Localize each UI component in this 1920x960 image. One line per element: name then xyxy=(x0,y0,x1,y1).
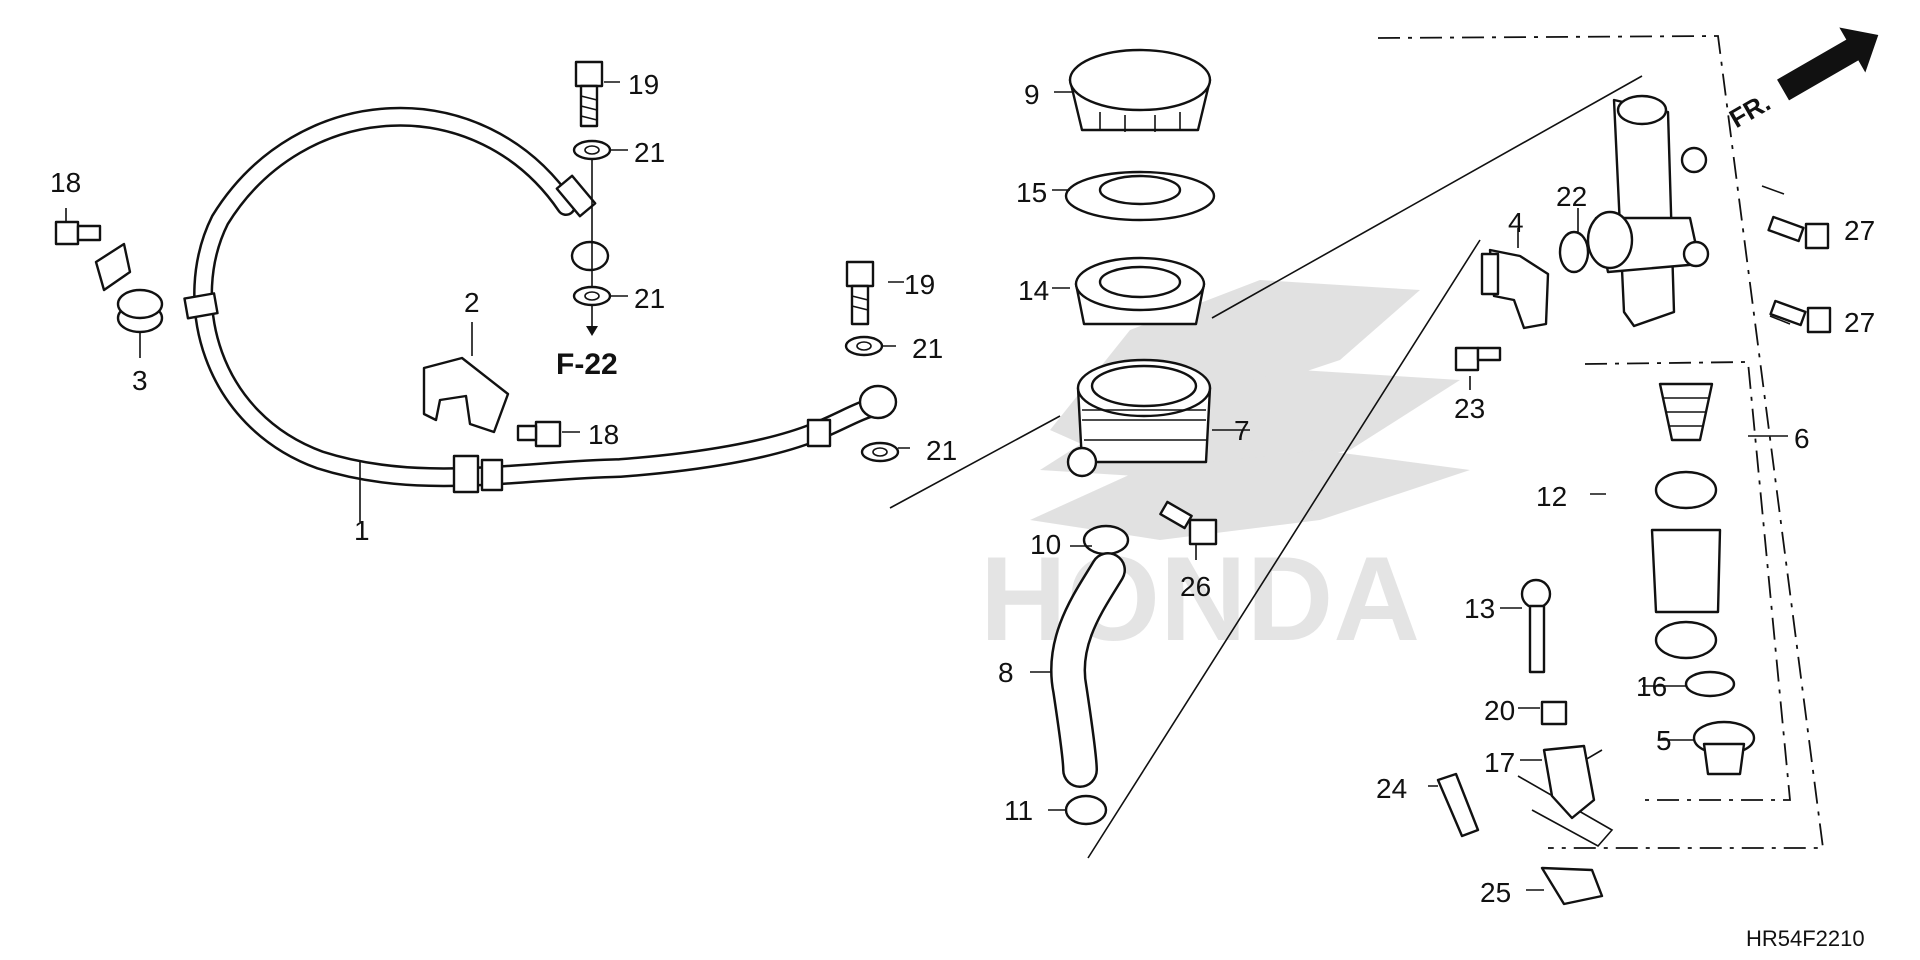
reservoir-cap-9 xyxy=(1068,48,1212,132)
bolt-19-mid xyxy=(845,260,875,326)
assembly-12-outline xyxy=(1584,361,1791,801)
callout-21-b: 21 xyxy=(634,283,665,314)
joint-pin-25 xyxy=(1540,866,1604,906)
callout-18-mid: 18 xyxy=(588,419,619,450)
bolt-18-mid xyxy=(516,420,562,448)
hose-clamp-3 xyxy=(94,242,164,334)
callout-21-d: 21 xyxy=(926,435,957,466)
reference-label: F-22 xyxy=(556,348,618,381)
assembly-6-outline xyxy=(1377,35,1825,849)
o-ring-22 xyxy=(1558,230,1590,274)
callout-17: 17 xyxy=(1484,747,1515,778)
leader-lines xyxy=(65,81,1791,891)
callout-14: 14 xyxy=(1018,275,1049,306)
callout-7: 7 xyxy=(1234,415,1250,446)
front-arrow: FR. xyxy=(1724,27,1879,134)
boot-5 xyxy=(1692,720,1756,776)
bolt-27-b xyxy=(1769,299,1832,334)
callout-15: 15 xyxy=(1016,177,1047,208)
callout-6: 6 xyxy=(1794,423,1810,454)
reservoir-hose-8 xyxy=(1050,552,1126,788)
callouts: 1 2 3 4 5 6 7 8 9 10 11 12 13 14 15 16 1… xyxy=(50,69,1875,908)
callout-19-top: 19 xyxy=(628,69,659,100)
callout-21-a: 21 xyxy=(634,137,665,168)
callout-3: 3 xyxy=(132,365,148,396)
callout-27-a: 27 xyxy=(1844,215,1875,246)
clip-10 xyxy=(1082,524,1130,556)
bolt-19-top xyxy=(574,60,604,128)
reservoir-7 xyxy=(1066,358,1212,478)
bolt-27-a xyxy=(1767,215,1830,250)
bolt-26 xyxy=(1159,500,1218,546)
push-rod-13 xyxy=(1520,578,1552,674)
nut-20 xyxy=(1540,700,1568,726)
cotter-pin-24 xyxy=(1436,772,1480,838)
callout-8: 8 xyxy=(998,657,1014,688)
bolt-23 xyxy=(1454,346,1502,372)
callout-23: 23 xyxy=(1454,393,1485,424)
bolt-18-left xyxy=(54,220,102,246)
callout-11: 11 xyxy=(1004,795,1033,826)
washer-21-c xyxy=(844,335,884,357)
callout-4: 4 xyxy=(1508,207,1524,238)
joint-17 xyxy=(1542,744,1596,820)
washer-21-d xyxy=(860,441,900,463)
diaphragm-plate-15 xyxy=(1064,170,1216,222)
outline-lines xyxy=(889,75,1643,859)
callout-20: 20 xyxy=(1484,695,1515,726)
callout-25: 25 xyxy=(1480,877,1511,908)
callout-2: 2 xyxy=(464,287,480,318)
arrow-to-ref xyxy=(586,326,598,336)
honda-watermark: HONDA xyxy=(980,280,1470,666)
front-label: FR. xyxy=(1724,87,1775,134)
callout-10: 10 xyxy=(1030,529,1061,560)
callout-21-c: 21 xyxy=(912,333,943,364)
joint-4 xyxy=(1480,248,1550,330)
callout-22: 22 xyxy=(1556,181,1587,212)
callout-24: 24 xyxy=(1376,773,1407,804)
circlip-16 xyxy=(1684,670,1736,698)
bracket-2 xyxy=(422,356,510,434)
callout-19-mid: 19 xyxy=(904,269,935,300)
callout-27-b: 27 xyxy=(1844,307,1875,338)
callout-13: 13 xyxy=(1464,593,1495,624)
callout-1: 1 xyxy=(354,515,370,546)
diagram-code: HR54F2210 xyxy=(1746,926,1865,951)
callout-9: 9 xyxy=(1024,79,1040,110)
clip-11 xyxy=(1064,794,1108,826)
master-cylinder xyxy=(1586,94,1710,328)
callout-5: 5 xyxy=(1656,725,1672,756)
brake-hose xyxy=(183,106,898,494)
piston-set-12 xyxy=(1650,382,1722,660)
callout-16: 16 xyxy=(1636,671,1667,702)
callout-12: 12 xyxy=(1536,481,1567,512)
callout-18-left: 18 xyxy=(50,167,81,198)
callout-26: 26 xyxy=(1180,571,1211,602)
diaphragm-14 xyxy=(1074,256,1206,326)
washer-21-a xyxy=(572,139,612,161)
washer-21-b xyxy=(572,285,612,307)
